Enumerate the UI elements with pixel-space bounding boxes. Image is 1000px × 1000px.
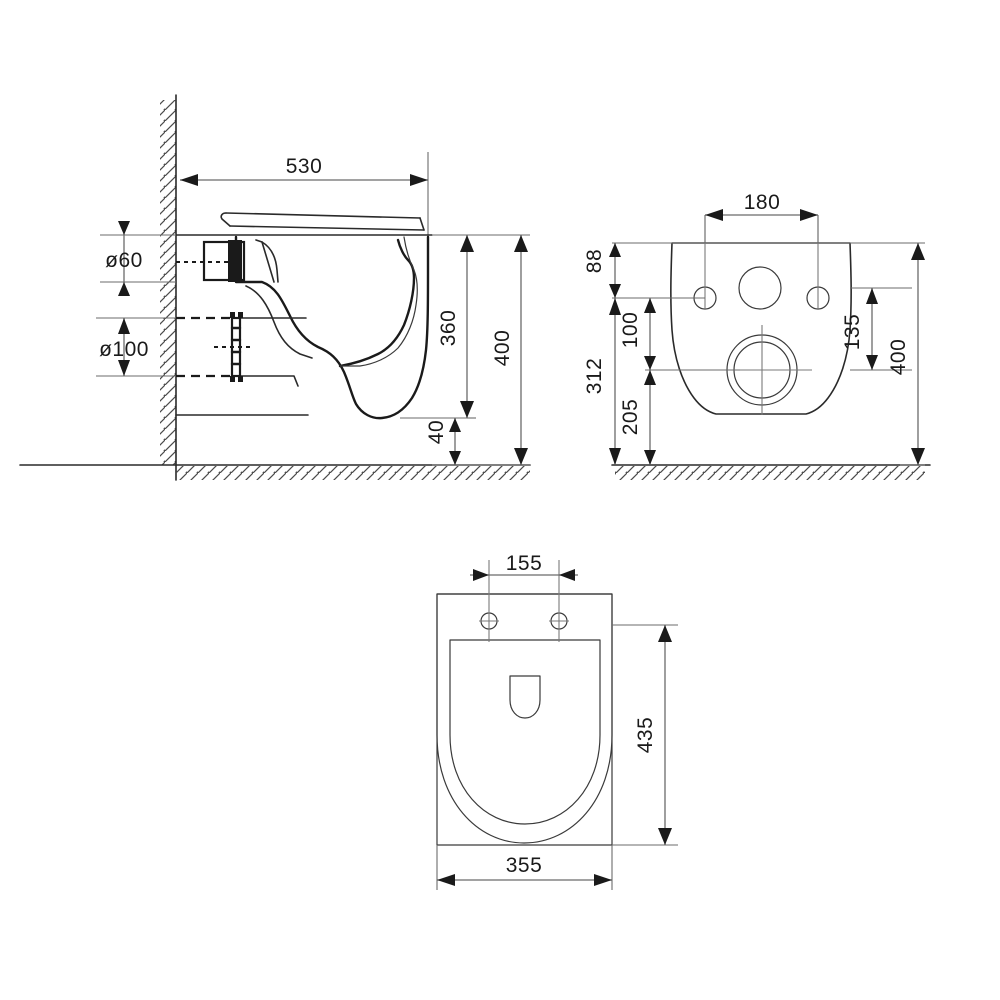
outlet-flange [214,312,250,382]
dimension-40: 40 [425,417,476,465]
dimension-400-side: 400 [432,234,530,466]
dimension-label-135: 135 [841,314,864,351]
toilet-front-profile [612,242,920,415]
dimension-205: 205 [619,370,656,465]
dimension-label-40: 40 [425,420,448,444]
side-elevation-view: 530 [19,94,531,481]
dimension-label-88: 88 [583,249,606,273]
front-elevation-view: 180 88 312 100 [583,191,931,480]
dimension-dia100: ø100 [96,317,176,377]
inlet-connector-seal [228,240,242,282]
dimension-100-front: 100 [619,298,740,371]
dimension-label-360: 360 [437,310,460,347]
dimension-label-435: 435 [634,717,657,754]
dimension-label-312: 312 [583,358,606,395]
plan-top-view: 155 435 355 [436,552,678,890]
dimension-135: 135 [841,287,912,371]
toilet-side-profile [175,212,433,420]
dimension-312: 312 [583,298,621,465]
dimension-label-100-front: 100 [619,312,642,349]
plan-seat-outer [436,593,613,844]
dimension-dia60: ø60 [100,221,176,296]
plan-mounting-holes [479,560,569,642]
dimension-label-dia60: ø60 [105,249,143,272]
plan-bounding-rect [436,593,613,846]
front-mounting-holes [693,215,830,310]
plan-rim-inner [449,639,601,825]
dimension-label-355: 355 [506,854,543,877]
dimension-155: 155 [470,552,578,581]
flush-inlet-hole [738,266,782,310]
dimension-label-400-side: 400 [491,330,514,367]
dimension-label-530: 530 [286,155,323,178]
dimension-530: 530 [180,152,429,242]
floor-hatching [19,464,531,480]
plan-flush-opening [509,675,541,719]
front-floor-hatching [611,464,931,480]
dimension-label-dia100: ø100 [99,338,149,361]
dimension-label-400-front: 400 [887,339,910,376]
dimension-180: 180 [704,191,819,243]
dimension-88: 88 [583,243,705,299]
dimension-400-front: 400 [850,242,925,466]
dimension-435: 435 [612,624,678,846]
dimension-355: 355 [436,845,613,890]
dimension-label-180: 180 [744,191,781,214]
dimension-label-205: 205 [619,399,642,436]
dimension-label-155: 155 [506,552,543,575]
